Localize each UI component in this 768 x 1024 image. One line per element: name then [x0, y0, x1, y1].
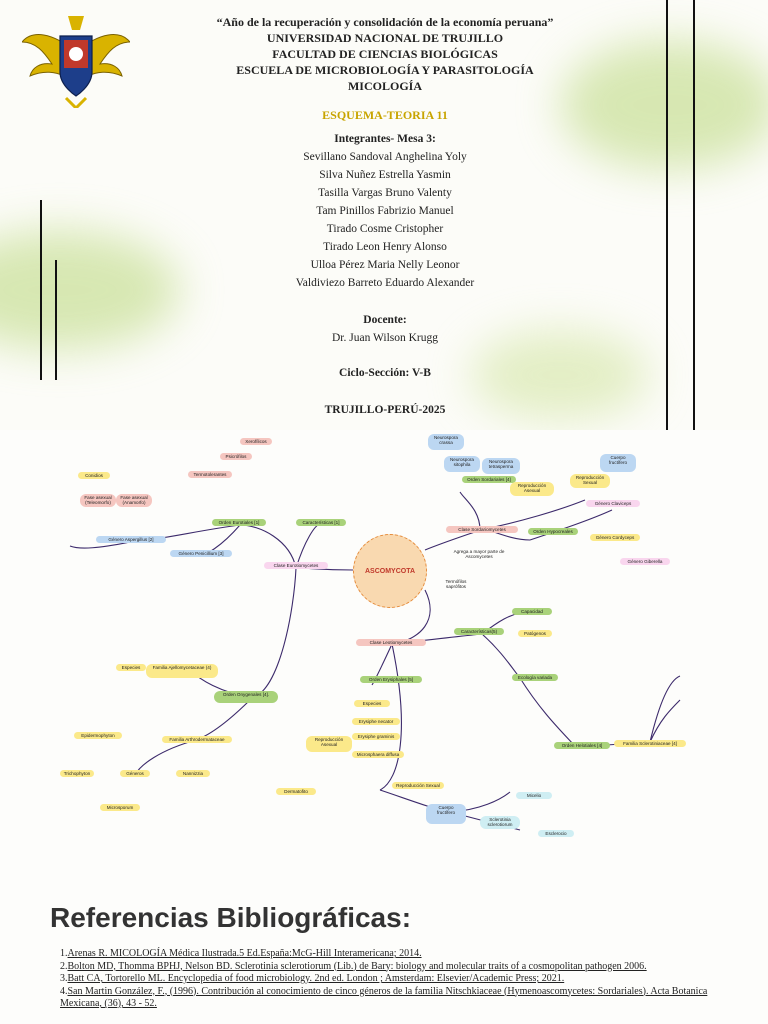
- decor-line: [693, 0, 695, 430]
- university-name: UNIVERSIDAD NACIONAL DE TRUJILLO: [266, 31, 504, 45]
- node-patogenos: Patógenos: [518, 630, 552, 638]
- node-micelio: Micelio: [516, 792, 552, 800]
- node-repr-sexual: Reproducción Sexual: [570, 474, 610, 488]
- node-family-sclerotiniaceae: Familia Sclerotiniaceae [4]: [614, 740, 686, 748]
- node-genus-gibberella: Género Giberella: [620, 558, 670, 566]
- watercolor-blob: [470, 330, 650, 420]
- references-heading: Referencias Bibliográficas:: [50, 902, 412, 933]
- reference-text[interactable]: Arenas R. MICOLOGÍA Médica Ilustrada.5 E…: [67, 948, 422, 959]
- member-name: Sevillano Sandoval Anghelina Yoly: [303, 151, 467, 163]
- node-generos: Géneros: [120, 770, 150, 778]
- members-heading: Integrantes- Mesa 3:: [334, 133, 436, 145]
- node-capacidad: Capacidad: [512, 608, 552, 616]
- reference-text[interactable]: Bolton MD, Thomma BPHJ, Nelson BD. Scler…: [67, 960, 647, 972]
- node-genus-aspergillus: Género Aspergillus [2]: [96, 536, 166, 544]
- node-conidios: Conidios: [78, 472, 110, 480]
- document-title: ESQUEMA-TEORIA 11: [322, 108, 448, 122]
- cover-section: “Año de la recuperación y consolidación …: [0, 0, 768, 430]
- university-seal-icon: [22, 16, 130, 108]
- node-order-sordariales: Orden Sordariales [4]: [462, 476, 516, 484]
- node-genus-claviceps: Género Claviceps: [586, 500, 640, 508]
- center-node-ascomycota: ASCOMYCOTA: [353, 534, 427, 608]
- node-neurospora-tetrasperma: Neurospora tetrasperma: [482, 458, 520, 474]
- member-name: Silva Nuñez Estrella Yasmin: [319, 169, 451, 181]
- place-year: TRUJILLO-PERÚ-2025: [324, 404, 446, 416]
- node-anamorfo-fase: Fase asexual (Anamorfo): [116, 494, 152, 507]
- reference-item[interactable]: 4.San Martin González, F., (1996). Contr…: [60, 985, 708, 1010]
- member-name: Ulloa Pérez Maria Nelly Leonor: [310, 259, 460, 271]
- node-class-sordariomycetes: Clase Sordariomycetes: [446, 526, 518, 534]
- node-family-arthrodermataceae: Familia Arthrodermataceae: [162, 736, 232, 744]
- node-esclerocio: Esclerocio: [538, 830, 574, 838]
- node-neurospora-sitophila: Neurospora sitophila: [444, 456, 480, 472]
- teacher-heading: Docente:: [363, 314, 407, 326]
- year-motto: “Año de la recuperación y consolidación …: [216, 15, 554, 29]
- node-sclerotinia: Sclerotinia sclerotiorum: [480, 816, 520, 829]
- school-name: ESCUELA DE MICROBIOLOGÍA Y PARASITOLOGÍA: [236, 63, 534, 77]
- node-erysiphe-graminis: Erysiphe graminis: [352, 733, 400, 741]
- reference-text[interactable]: San Martin González, F., (1996). Contrib…: [60, 985, 708, 1010]
- node-genus-penicillium: Género Penicillium [3]: [170, 550, 232, 558]
- member-name: Tirado Cosme Cristopher: [326, 223, 444, 235]
- references-section: Referencias Bibliográficas: 1.Arenas R. …: [0, 862, 768, 1024]
- watercolor-blob: [0, 230, 180, 350]
- node-order-eurotiales: Orden Eurotiales [1]: [212, 519, 266, 527]
- node-microsporum: Microsporum: [100, 804, 140, 812]
- watercolor-blob: [560, 40, 768, 170]
- cycle-section: Ciclo-Sección: V-B: [339, 367, 431, 379]
- mind-map: ASCOMYCOTA Clase Eurotiomycetes Orden Eu…: [0, 430, 768, 862]
- member-name: Tirado Leon Henry Alonso: [323, 241, 447, 253]
- faculty-name: FACULTAD DE CIENCIAS BIOLÓGICAS: [272, 47, 498, 61]
- node-order-hypocreales: Orden Hypocreales: [528, 528, 578, 536]
- node-order-onygenales: Orden Onygenales [4].: [214, 691, 278, 703]
- reference-item[interactable]: 3.Batt CA, Tortorello ML. Encyclopedia o…: [60, 973, 565, 984]
- decor-line: [40, 200, 42, 380]
- node-especies-erysiphe: Especies: [354, 700, 390, 708]
- node-cuerpo-fructifero: Cuerpo fructífero: [600, 454, 636, 472]
- node-repr-asexual: Reproducción Asexual: [510, 482, 554, 496]
- node-class-leotiomycetes: Clase Leotiomycetes: [356, 639, 426, 647]
- reference-item[interactable]: 2.Bolton MD, Thomma BPHJ, Nelson BD. Scl…: [60, 960, 647, 972]
- node-characteristics-5: Características(5): [454, 628, 504, 636]
- node-microsphaera: Microsphaera diffusa: [352, 751, 404, 759]
- reference-item[interactable]: 1.Arenas R. MICOLOGÍA Médica Ilustrada.5…: [60, 948, 422, 959]
- node-order-erysiphales: Orden Erysiphales [5]: [360, 676, 422, 684]
- node-ecologia-variada: Ecología variada: [512, 674, 558, 682]
- node-agrega-ascomycetes: Agrega a mayor parte de Ascomycetes: [453, 549, 505, 560]
- node-termofilos: Termófilos saprófitos: [445, 579, 467, 590]
- teacher-name: Dr. Juan Wilson Krugg: [331, 332, 438, 344]
- decor-line: [666, 0, 668, 430]
- node-teleomorfo: Fase asexual (Teleomorfo): [80, 494, 116, 507]
- node-erysiphe-necator: Erysiphe necator: [352, 718, 400, 726]
- references-list: 1.Arenas R. MICOLOGÍA Médica Ilustrada.5…: [60, 948, 740, 1011]
- node-especies: Especies: [116, 664, 146, 672]
- node-order-helotiales: Orden Helotiales [4]: [554, 742, 610, 750]
- decor-line: [55, 260, 57, 380]
- node-characteristics: Características [1]: [296, 519, 346, 527]
- reference-text[interactable]: Batt CA, Tortorello ML. Encyclopedia of …: [67, 973, 565, 984]
- node-apotecio: Cuerpo fructífero: [426, 804, 466, 824]
- node-genus-cordyceps: Género Cordyceps: [590, 534, 640, 542]
- node-epidermophyton: Epidermophyton: [74, 732, 122, 740]
- node-repr-sexual-erysiphales: Reproducción Sexual: [392, 782, 444, 790]
- member-name: Tam Pinillos Fabrizio Manuel: [316, 205, 454, 217]
- node-repr-asexual-erysiphales: Reproducción Asexual: [306, 736, 352, 752]
- node-family-ajellomycetaceae: Familia Ajellomycetaceae (4): [146, 664, 218, 678]
- node-nannizzia: Nannizzia: [176, 770, 210, 778]
- member-name: Valdiviezo Barreto Eduardo Alexander: [295, 277, 475, 289]
- node-trichophyton: Trichophyton: [60, 770, 94, 778]
- course-name: MICOLOGÍA: [347, 79, 422, 93]
- node-psicrofilos: Psicrófilos: [220, 453, 252, 461]
- node-class-eurotiomycetes: Clase Eurotiomycetes: [264, 562, 328, 570]
- node-neurospora-crassa: Neurospora crassa: [428, 434, 464, 450]
- node-termotolerantes: Termotolerantes: [188, 471, 232, 479]
- node-dermatofito: Dermatofito: [276, 788, 316, 796]
- node-xerofilicos: Xerofílicos: [240, 438, 272, 446]
- member-name: Tasilla Vargas Bruno Valenty: [318, 187, 452, 199]
